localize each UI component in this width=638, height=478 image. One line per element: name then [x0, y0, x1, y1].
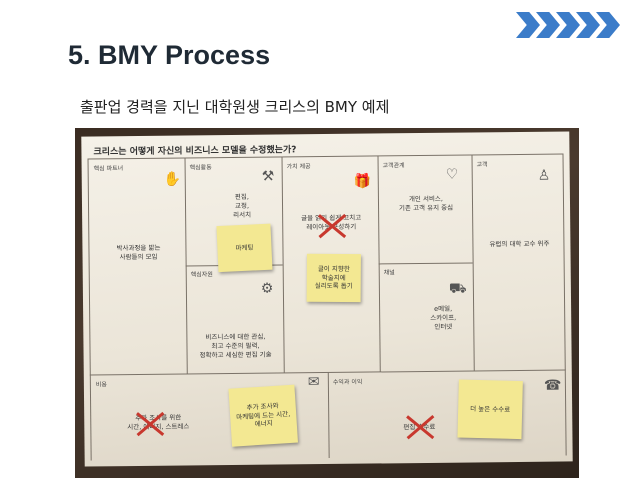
tools-icon: ⚙	[260, 280, 274, 297]
block-label-revenue: 수익과 이익	[332, 378, 363, 386]
receipt-icon: ✉	[307, 374, 320, 391]
worker-icon: ⚒	[261, 168, 275, 185]
chevron-decoration	[516, 12, 620, 38]
canvas-text-partners: 박사과정을 밟는 사람들의 모임	[116, 243, 161, 261]
block-label-resources: 핵심자원	[190, 271, 213, 279]
block-label-channels: 채널	[383, 269, 395, 277]
block-label-activities: 핵심활동	[189, 164, 212, 172]
truck-icon: ⛟	[448, 280, 467, 297]
gift-icon: 🎁	[353, 173, 372, 190]
block-label-relationships: 고객관계	[382, 162, 405, 170]
canvas-text-relationships: 개인 서비스, 기존 고객 유지 중심	[398, 194, 454, 213]
sticky-note-value: 글이 지향한 학술지에 실리도록 돕기	[306, 253, 361, 303]
canvas-photo: 크리스는 어떻게 자신의 비즈니스 모델을 수정했는가? 핵심 파트너 핵심활동…	[75, 128, 579, 478]
slide-subtitle: 출판업 경력을 지닌 대학원생 크리스의 BMY 예제	[80, 98, 390, 116]
business-model-canvas-sheet: 크리스는 어떻게 자신의 비즈니스 모델을 수정했는가? 핵심 파트너 핵심활동…	[81, 131, 573, 467]
grid-line	[378, 262, 473, 265]
canvas-text-activities: 편집, 교정, 리서치	[233, 192, 252, 219]
sticky-note-revenue: 더 높은 수수료	[457, 379, 523, 440]
handshake-icon: ✋	[163, 171, 182, 188]
block-label-segments: 고객	[476, 161, 488, 169]
sticky-note-activities: 마케팅	[216, 223, 273, 273]
chevron-icon	[516, 12, 540, 38]
grid-line	[562, 153, 567, 456]
canvas-text-segments: 유럽의 대학 교수 위주	[489, 239, 550, 249]
slide-title: 5. BMY Process	[68, 40, 271, 70]
cash-register-icon: ☎	[543, 377, 562, 394]
block-label-partners: 핵심 파트너	[93, 165, 124, 173]
canvas-text-resources: 비즈니스에 대한 관심, 최고 수준의 필력, 정확하고 세심한 편집 기술	[199, 332, 272, 359]
block-label-value: 가치 제공	[286, 163, 311, 171]
canvas-text-channels: e메일, 스카이프, 인터넷	[430, 304, 457, 331]
person-icon: ♙	[537, 167, 551, 184]
grid-line	[87, 158, 92, 461]
sticky-note-cost: 추가 조사와 마케팅에 드는 시간, 에너지	[228, 384, 298, 447]
canvas-title: 크리스는 어떻게 자신의 비즈니스 모델을 수정했는가?	[93, 145, 297, 158]
block-label-cost: 비용	[95, 381, 107, 389]
heart-icon: ♡	[445, 166, 459, 183]
grid-line	[327, 371, 330, 458]
